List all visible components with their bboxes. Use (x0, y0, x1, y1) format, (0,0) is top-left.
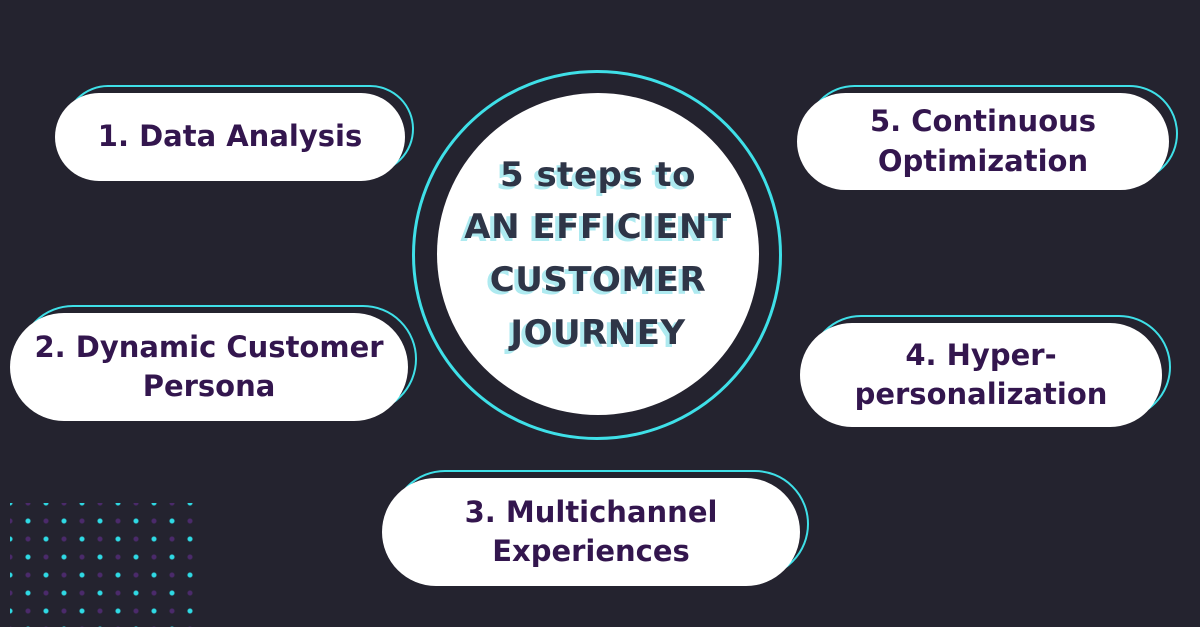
step-pill-1: 1. Data Analysis (55, 85, 414, 181)
pill-body-2: 2. Dynamic Customer Persona (10, 313, 408, 421)
step-4-line-1: 4. Hyper- (905, 337, 1057, 372)
step-pill-4: 4. Hyper- personalization (800, 315, 1171, 427)
step-4-line-2: personalization (854, 377, 1108, 411)
pill-body-4: 4. Hyper- personalization (800, 323, 1162, 427)
pill-body-1: 1. Data Analysis (55, 93, 405, 181)
step-1-line-1: 1. Data Analysis (97, 119, 363, 154)
center-circle-ring (412, 70, 782, 440)
title-line-3: CUSTOMER (489, 260, 707, 300)
pill-body-5: 5. Continuous Optimization (797, 93, 1169, 190)
step-pill-5: 5. Continuous Optimization (797, 85, 1178, 190)
step-3-line-2: Experiences (492, 534, 690, 568)
step-pill-2: 2. Dynamic Customer Persona (10, 305, 417, 421)
pill-body-3: 3. Multichannel Experiences (382, 478, 800, 586)
title-line-4: JOURNEY (510, 312, 686, 353)
step-pill-3: 3. Multichannel Experiences (382, 470, 809, 586)
step-5-line-2: Optimization (877, 143, 1089, 178)
step-3-line-1: 3. Multichannel (464, 494, 718, 529)
step-2-line-1: 2. Dynamic Customer (34, 329, 384, 364)
step-5-line-1: 5. Continuous (869, 104, 1097, 139)
center-circle: 5 steps to AN EFFICIENT CUSTOMER JOURNEY (437, 93, 759, 415)
dot-grid-decoration (10, 503, 202, 627)
title-line-1: 5 steps to (499, 154, 697, 195)
step-2-line-2: Persona (142, 369, 276, 403)
title-line-2: AN EFFICIENT (464, 207, 732, 248)
